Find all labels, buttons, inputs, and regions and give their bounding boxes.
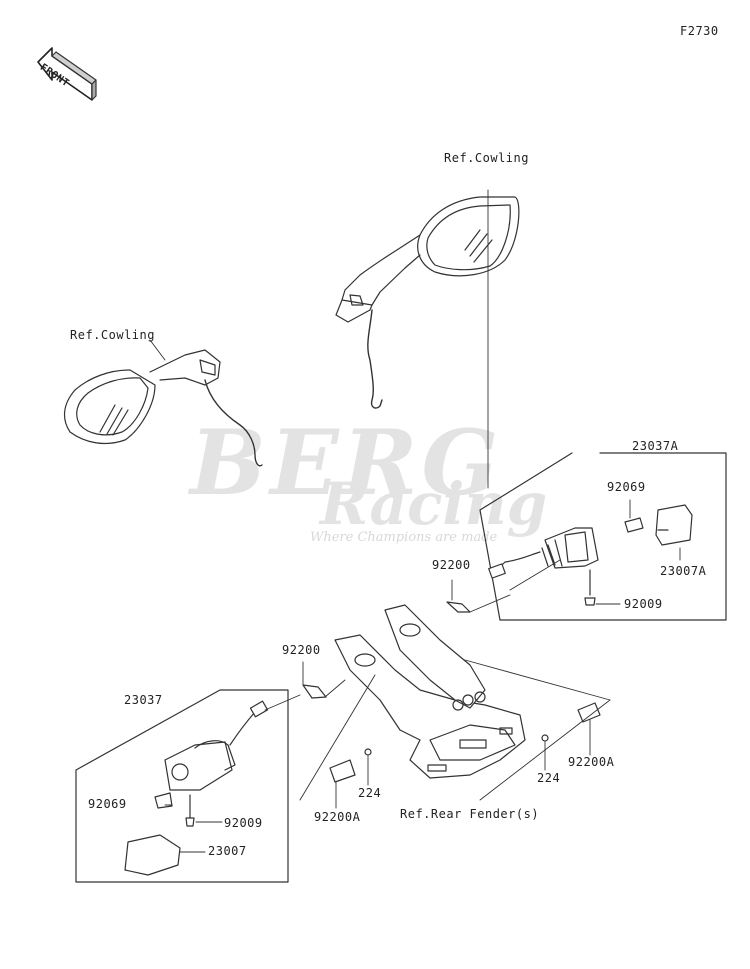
leader-lines: [149, 189, 681, 853]
label-ref-cowling-right: Ref.Cowling: [444, 151, 529, 165]
bolt-224-right: [541, 734, 549, 742]
bolt-224-left: [364, 748, 372, 756]
label-224-right: 224: [537, 771, 561, 785]
bulb-92069-top: [624, 517, 644, 533]
right-mirror: [335, 196, 520, 409]
gasket-92200-left: [302, 684, 327, 699]
box-23037: [75, 689, 289, 883]
label-23037: 23037: [124, 693, 163, 707]
label-224-left: 224: [358, 786, 382, 800]
left-turn-signal-assembly: [164, 700, 269, 827]
label-23037A: 23037A: [632, 439, 679, 453]
watermark-brand-top: BERG: [190, 410, 503, 516]
lens-23007: [124, 834, 181, 876]
label-92069-top: 92069: [607, 480, 646, 494]
label-23007A: 23007A: [660, 564, 707, 578]
label-92200A-right: 92200A: [568, 755, 615, 769]
left-mirror: [64, 349, 263, 467]
watermark-brand-bottom: Racing: [320, 470, 548, 538]
label-92009-bottom: 92009: [224, 816, 263, 830]
front-arrow-icon: [37, 47, 97, 101]
watermark-tagline: Where Champions are made: [310, 530, 498, 545]
label-ref-rear-fender: Ref.Rear Fender(s): [400, 807, 540, 821]
bulb-92069-bottom: [154, 792, 173, 809]
bracket-92200A-left: [329, 759, 356, 783]
label-92069-bottom: 92069: [88, 797, 127, 811]
lens-23007A: [655, 504, 693, 546]
box-23037A: [479, 452, 727, 621]
label-23007: 23007: [208, 844, 247, 858]
figure-code: F2730: [680, 24, 719, 38]
label-92200A-left: 92200A: [314, 810, 361, 824]
rear-fender-bracket: [334, 604, 526, 779]
label-92009-top: 92009: [624, 597, 663, 611]
right-turn-signal-assembly: [488, 527, 599, 606]
bracket-92200A-right: [577, 702, 601, 723]
gasket-92200-right: [446, 601, 471, 613]
label-92200-right: 92200: [432, 558, 471, 572]
label-92200-left: 92200: [282, 643, 321, 657]
label-ref-cowling-left: Ref.Cowling: [70, 328, 155, 342]
